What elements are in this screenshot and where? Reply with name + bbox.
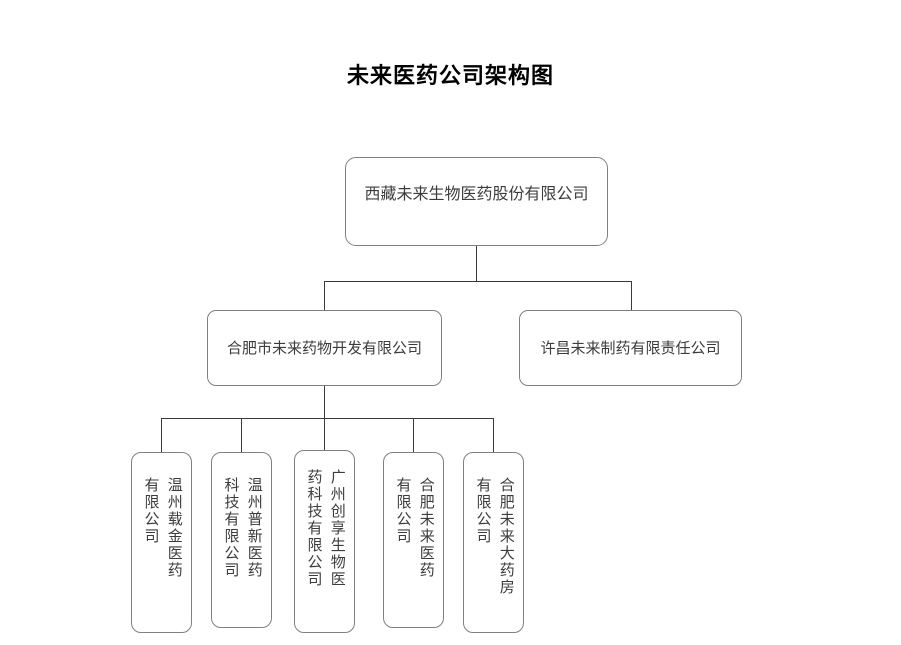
org-node-wenzhou-puxin-label: 温州普新医药科技有限公司: [222, 477, 262, 579]
org-node-wenzhou-zaijin-label: 温州载金医药有限公司: [142, 477, 182, 579]
org-node-hefei-weilai-pharma[interactable]: 合肥未来医药有限公司: [383, 452, 444, 628]
org-node-root-label: 西藏未来生物医药股份有限公司: [364, 186, 589, 203]
org-node-hefei-drug-dev[interactable]: 合肥市未来药物开发有限公司: [207, 310, 442, 386]
org-node-xuchang-pharma[interactable]: 许昌未来制药有限责任公司: [519, 310, 742, 386]
org-node-guangzhou-chuangxiang-label: 广州创享生物医药科技有限公司: [305, 469, 345, 588]
org-node-wenzhou-puxin[interactable]: 温州普新医药科技有限公司: [211, 452, 272, 628]
org-node-hefei-drug-dev-label: 合肥市未来药物开发有限公司: [226, 341, 422, 357]
org-node-hefei-weilai-pharma-label: 合肥未来医药有限公司: [394, 477, 434, 579]
org-node-hefei-dayaofang-label: 合肥未来大药房有限公司: [474, 477, 514, 596]
org-node-root[interactable]: 西藏未来生物医药股份有限公司: [345, 157, 608, 246]
org-node-xuchang-pharma-label: 许昌未来制药有限责任公司: [540, 341, 721, 357]
org-node-wenzhou-zaijin[interactable]: 温州载金医药有限公司: [131, 452, 192, 633]
org-node-guangzhou-chuangxiang[interactable]: 广州创享生物医药科技有限公司: [294, 450, 355, 633]
org-node-hefei-dayaofang[interactable]: 合肥未来大药房有限公司: [463, 452, 524, 633]
page-title: 未来医药公司架构图: [346, 63, 554, 88]
